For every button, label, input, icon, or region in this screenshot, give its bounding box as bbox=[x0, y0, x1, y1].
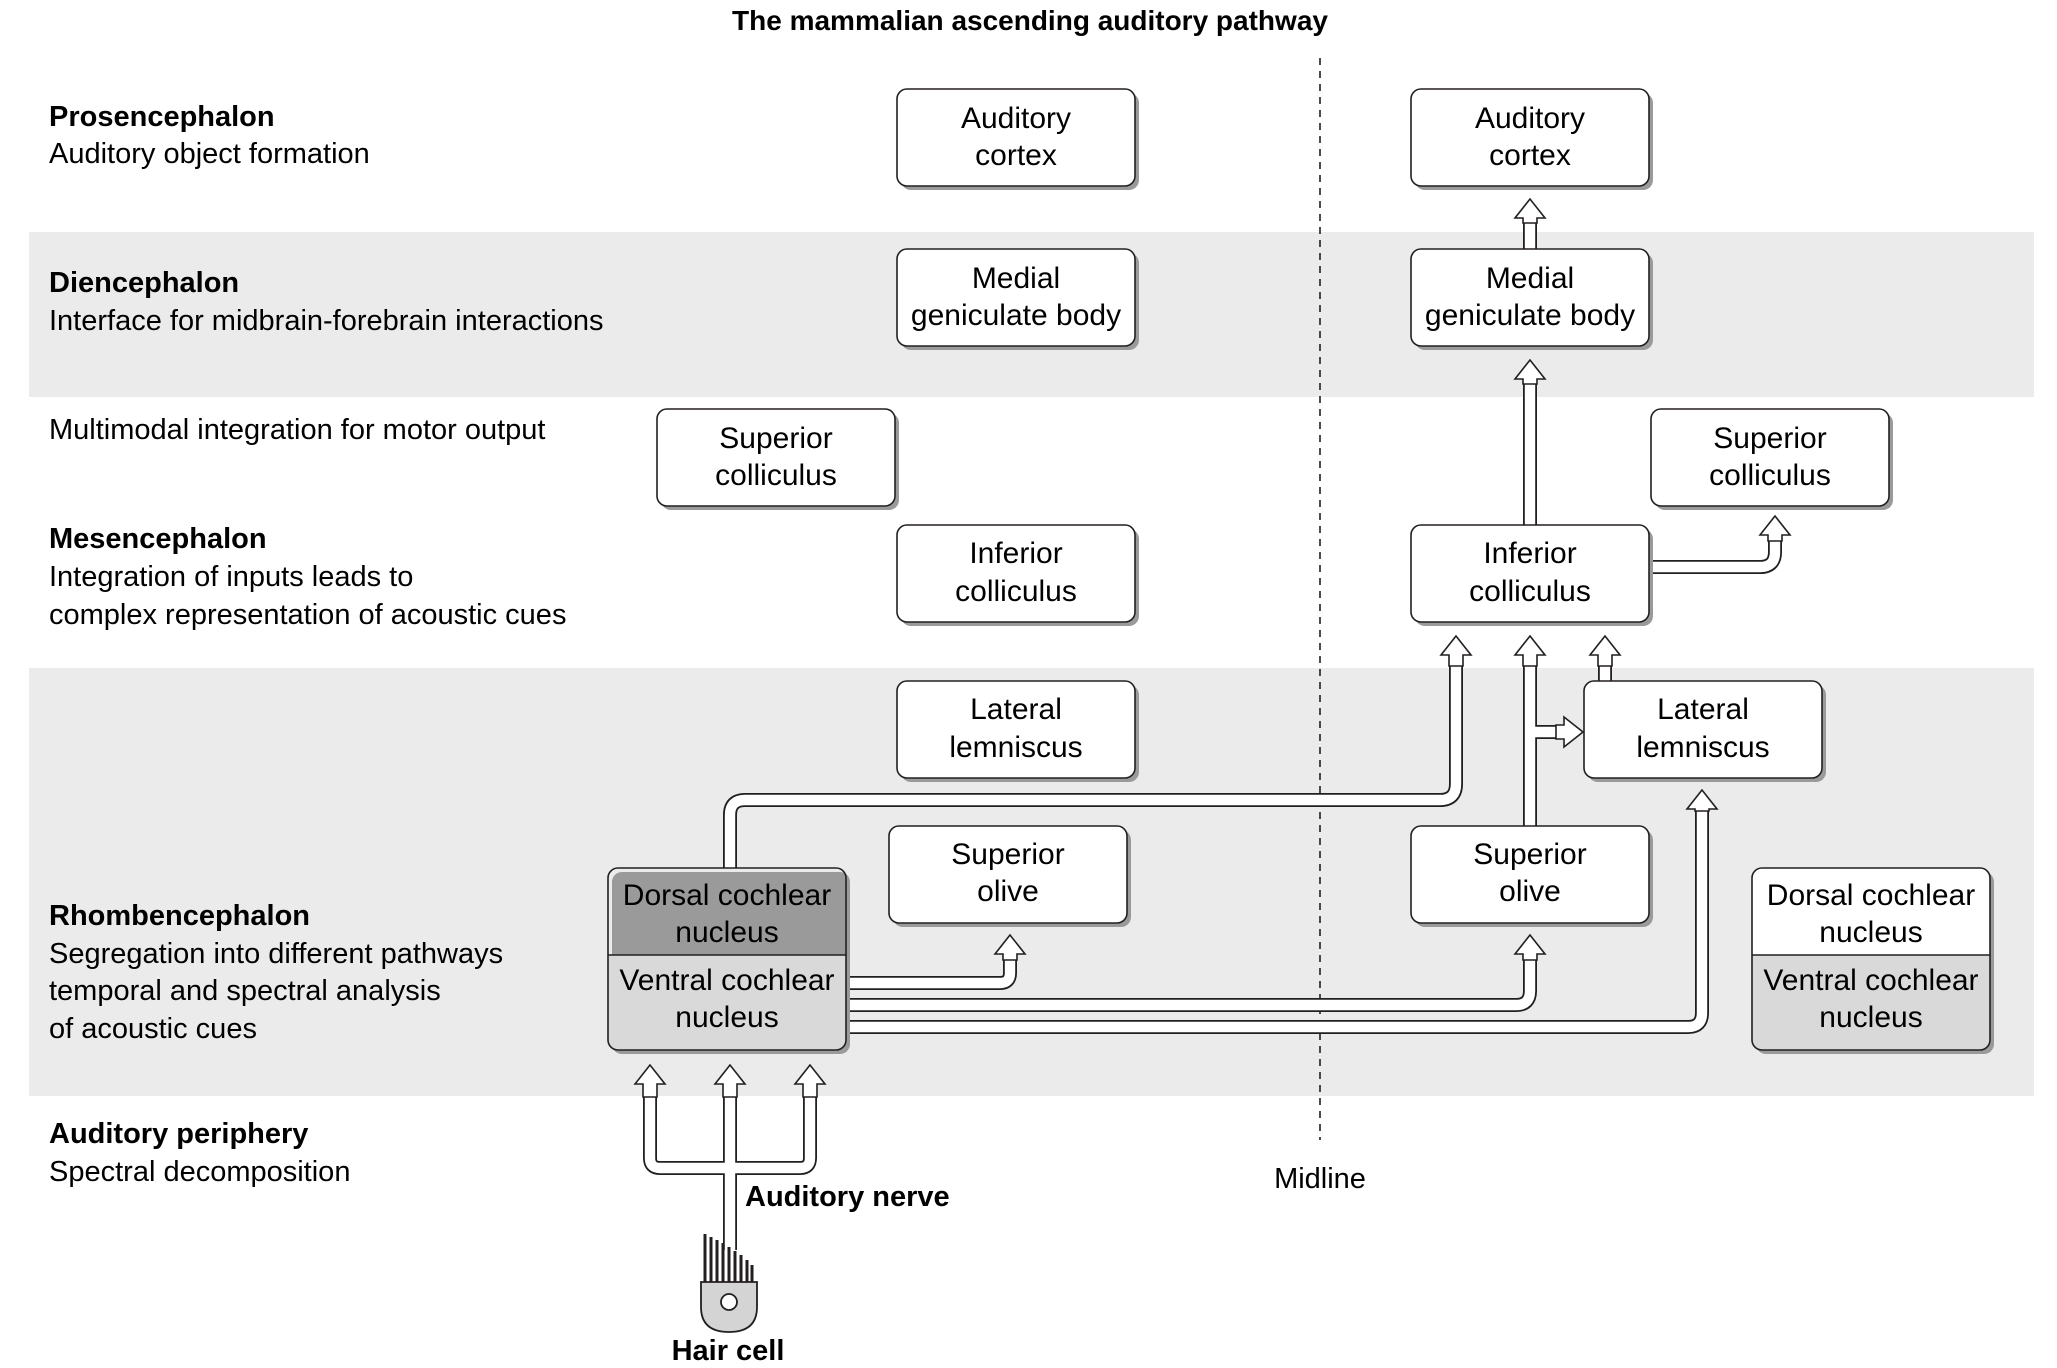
dcn-label-line-2: nucleus bbox=[675, 916, 778, 949]
level-desc-mesencephalon-1: Integration of inputs leads to bbox=[49, 561, 413, 593]
dcn-label-line-1: Dorsal cochlear bbox=[1767, 879, 1975, 912]
node-superior-colliculus-left: Superior colliculus bbox=[656, 408, 899, 510]
midline-label: Midline bbox=[1274, 1163, 1366, 1195]
auditory-nerve-branch-right bbox=[730, 1095, 817, 1175]
ventral-cochlear-fill bbox=[1752, 955, 1990, 1050]
diagram-title: The mammalian ascending auditory pathway bbox=[732, 5, 1328, 36]
dcn-label-line-1: Dorsal cochlear bbox=[623, 879, 831, 912]
arrowhead-contralateral-ll bbox=[1685, 788, 1719, 812]
node-label-line-1: Superior bbox=[719, 422, 832, 455]
node-label-line-1: Superior bbox=[1473, 838, 1586, 871]
node-label-line-1: Medial bbox=[1486, 262, 1574, 295]
node-label-line-1: Inferior bbox=[1483, 537, 1576, 570]
arrowhead-vcn-left bbox=[633, 1063, 667, 1098]
node-label-line-2: olive bbox=[977, 875, 1039, 908]
level-name-mesencephalon: Mesencephalon bbox=[49, 523, 267, 555]
level-desc-diencephalon: Interface for midbrain-forebrain interac… bbox=[49, 305, 603, 337]
level-name-rhombencephalon: Rhombencephalon bbox=[49, 900, 310, 932]
node-label-line-2: colliculus bbox=[715, 459, 837, 492]
node-label-line-2: lemniscus bbox=[949, 731, 1082, 764]
node-label-line-1: Superior bbox=[1713, 422, 1826, 455]
arrowhead-ipsilateral-so bbox=[993, 933, 1027, 961]
node-label-line-1: Lateral bbox=[1657, 693, 1749, 726]
node-label-line-2: cortex bbox=[975, 139, 1057, 172]
level-name-prosencephalon: Prosencephalon bbox=[49, 101, 275, 133]
node-auditory-cortex-right: Auditory cortex bbox=[1410, 88, 1653, 190]
arrowhead-vcn-right bbox=[793, 1063, 827, 1098]
node-label-line-1: Inferior bbox=[969, 537, 1062, 570]
node-medial-geniculate-body-right: Medial geniculate body bbox=[1410, 248, 1653, 350]
node-inferior-colliculus-right: Inferior colliculus bbox=[1410, 524, 1653, 626]
node-lateral-lemniscus-left: Lateral lemniscus bbox=[896, 680, 1139, 782]
node-cochlear-nucleus-left: Dorsal cochlear nucleus Ventral cochlear… bbox=[607, 867, 850, 1054]
arrowhead-vcn-center bbox=[713, 1063, 747, 1098]
node-label-line-2: lemniscus bbox=[1636, 731, 1769, 764]
level-desc-mesencephalon-2: complex representation of acoustic cues bbox=[49, 599, 566, 631]
node-label-line-2: colliculus bbox=[1469, 575, 1591, 608]
level-desc-rhombencephalon-3: of acoustic cues bbox=[49, 1013, 257, 1045]
node-auditory-cortex-left: Auditory cortex bbox=[896, 88, 1139, 190]
level-desc-auditory-periphery: Spectral decomposition bbox=[49, 1156, 350, 1188]
node-lateral-lemniscus-right: Lateral lemniscus bbox=[1583, 680, 1826, 782]
arrowhead-contralateral-so bbox=[1513, 933, 1547, 961]
ventral-cochlear-fill bbox=[608, 955, 846, 1050]
hair-cell-label: Hair cell bbox=[672, 1335, 785, 1367]
arrowhead-mgb-cortex bbox=[1513, 197, 1547, 224]
node-medial-geniculate-body-left: Medial geniculate body bbox=[896, 248, 1139, 350]
auditory-nerve-label: Auditory nerve bbox=[745, 1181, 950, 1213]
arrowhead-ic-sc bbox=[1758, 514, 1792, 542]
level-name-auditory-periphery: Auditory periphery bbox=[49, 1118, 308, 1150]
level-name-diencephalon: Diencephalon bbox=[49, 267, 239, 299]
arrowhead-dcn-ic bbox=[1439, 634, 1473, 667]
arrowhead-ic-mgb bbox=[1513, 358, 1547, 385]
node-label-line-1: Auditory bbox=[961, 102, 1071, 135]
node-label-line-1: Medial bbox=[972, 262, 1060, 295]
node-label-line-1: Lateral bbox=[970, 693, 1062, 726]
level-labels: Prosencephalon Auditory object formation… bbox=[49, 101, 603, 1188]
node-label-line-1: Auditory bbox=[1475, 102, 1585, 135]
node-label-line-2: geniculate body bbox=[1425, 299, 1635, 332]
node-label-line-2: colliculus bbox=[955, 575, 1077, 608]
node-superior-olive-right: Superior olive bbox=[1410, 825, 1653, 927]
level-desc-prosencephalon: Auditory object formation bbox=[49, 138, 370, 170]
pathway-connectors bbox=[633, 197, 1792, 1250]
level-desc-rhombencephalon-2: temporal and spectral analysis bbox=[49, 975, 441, 1007]
node-label-line-2: geniculate body bbox=[911, 299, 1121, 332]
node-label-line-2: colliculus bbox=[1709, 459, 1831, 492]
level-desc-multimodal: Multimodal integration for motor output bbox=[49, 414, 545, 446]
node-label-line-1: Superior bbox=[951, 838, 1064, 871]
arrowhead-ll-ic bbox=[1588, 634, 1622, 667]
level-desc-rhombencephalon-1: Segregation into different pathways bbox=[49, 938, 503, 970]
vcn-label-line-1: Ventral cochlear bbox=[1763, 964, 1978, 997]
node-label-line-2: olive bbox=[1499, 875, 1561, 908]
dcn-label-line-2: nucleus bbox=[1819, 916, 1922, 949]
node-superior-colliculus-right: Superior colliculus bbox=[1650, 408, 1893, 510]
arrowhead-so-ic bbox=[1513, 634, 1547, 667]
vcn-label-line-2: nucleus bbox=[675, 1001, 778, 1034]
hair-cell-icon bbox=[700, 1234, 758, 1333]
node-superior-olive-left: Superior olive bbox=[888, 825, 1131, 927]
node-cochlear-nucleus-right: Dorsal cochlear nucleus Ventral cochlear… bbox=[1751, 867, 1994, 1054]
node-inferior-colliculus-left: Inferior colliculus bbox=[896, 524, 1139, 626]
node-label-line-2: cortex bbox=[1489, 139, 1571, 172]
vcn-label-line-2: nucleus bbox=[1819, 1001, 1922, 1034]
vcn-label-line-1: Ventral cochlear bbox=[619, 964, 834, 997]
auditory-nerve-branch-left bbox=[643, 1095, 730, 1175]
arrowhead-so-ll bbox=[1555, 715, 1585, 749]
